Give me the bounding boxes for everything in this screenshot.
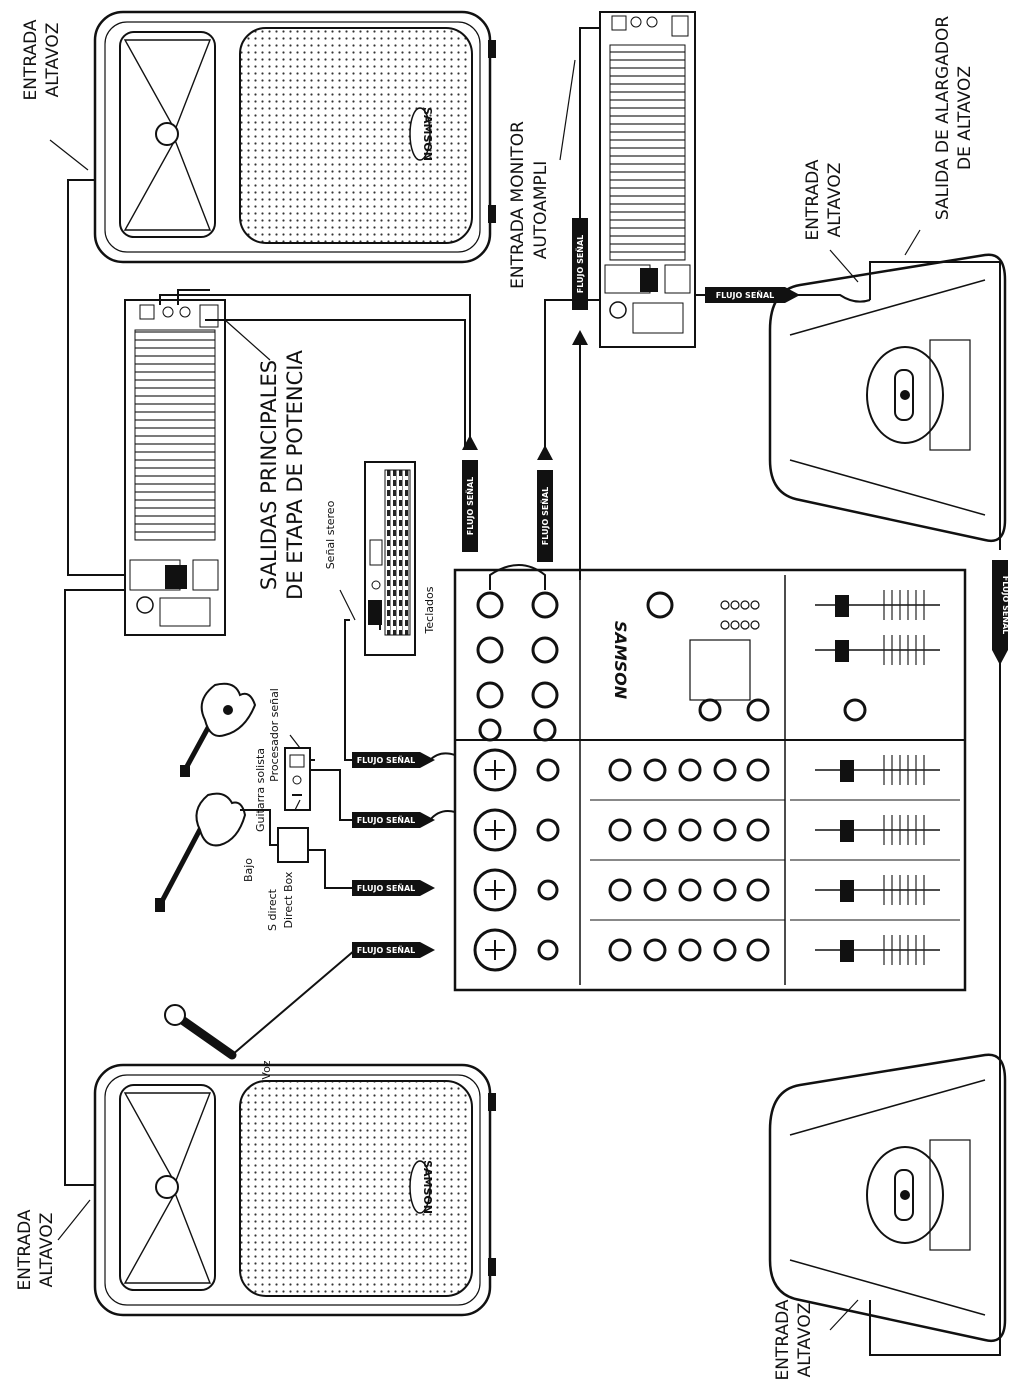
mixer-brand: SAMSON: [611, 621, 630, 700]
main-speaker-bottom: SAMSON: [95, 1065, 496, 1315]
label-stereo-signal: Señal stereo: [324, 500, 337, 569]
signal-processor: [285, 748, 310, 810]
label-top-speaker: ENTRADA ALTAVOZ: [21, 19, 63, 100]
label-extension-output: SALIDA DE ALARGADOR DE ALTAVOZ: [933, 16, 975, 220]
label-direct-box: S direct Direct Box: [266, 871, 295, 931]
flow-tag-mic: FLUJO SEÑAL: [352, 942, 420, 958]
microphone: [165, 1005, 232, 1055]
svg-text:ALTAVOZ: ALTAVOZ: [37, 1213, 57, 1288]
flow-tag-main-b: FLUJO SEÑAL: [537, 470, 553, 562]
svg-text:ENTRADA: ENTRADA: [773, 1299, 793, 1380]
svg-text:FLUJO SEÑAL: FLUJO SEÑAL: [357, 815, 416, 825]
flow-tag-keyboard: FLUJO SEÑAL: [352, 752, 420, 768]
svg-text:SALIDA DE ALARGADOR: SALIDA DE ALARGADOR: [933, 16, 953, 220]
monitor-amplifier: [600, 12, 695, 347]
keyboard: [365, 462, 415, 655]
svg-text:ENTRADA: ENTRADA: [803, 159, 823, 240]
svg-text:FLUJO SEÑAL: FLUJO SEÑAL: [1001, 576, 1011, 635]
floor-monitor-top: [770, 255, 1005, 541]
speaker-top-brand: SAMSON: [421, 107, 434, 161]
svg-text:FLUJO SEÑAL: FLUJO SEÑAL: [357, 755, 416, 765]
label-floor-monitor-bottom: ENTRADA ALTAVOZ: [773, 1299, 815, 1380]
svg-text:AUTOAMPLI: AUTOAMPLI: [531, 161, 551, 260]
flow-tag-guitar: FLUJO SEÑAL: [352, 812, 420, 828]
label-main-outputs: SALIDAS PRINCIPALES DE ETAPA DE POTENCIA: [257, 350, 307, 600]
power-amplifier: [125, 300, 225, 635]
lead-guitar: [180, 684, 255, 777]
svg-text:ALTAVOZ: ALTAVOZ: [795, 1303, 815, 1378]
svg-text:FLUJO SEÑAL: FLUJO SEÑAL: [575, 235, 585, 294]
label-bass: Bajo: [242, 858, 255, 882]
floor-monitor-bottom: [770, 1055, 1005, 1341]
svg-text:DE ALTAVOZ: DE ALTAVOZ: [955, 66, 975, 170]
svg-text:FLUJO SEÑAL: FLUJO SEÑAL: [540, 487, 550, 546]
flow-tag-extension: FLUJO SEÑAL: [992, 560, 1011, 650]
flow-tag-main-a: FLUJO SEÑAL: [462, 460, 478, 552]
label-keyboards: Teclados: [423, 586, 436, 634]
mixer: SAMSON: [455, 570, 965, 990]
label-voice: Voz: [260, 1060, 273, 1079]
svg-text:SALIDAS PRINCIPALES: SALIDAS PRINCIPALES: [257, 360, 281, 590]
svg-text:S direct: S direct: [266, 888, 279, 931]
svg-text:Direct Box: Direct Box: [282, 871, 295, 928]
svg-text:Guitarra solista: Guitarra solista: [254, 748, 267, 832]
svg-text:DE ETAPA DE POTENCIA: DE ETAPA DE POTENCIA: [283, 350, 307, 600]
flow-tag-monitor-out: FLUJO SEÑAL: [705, 287, 785, 303]
svg-text:Procesador señal: Procesador señal: [268, 688, 281, 782]
flow-tag-bass: FLUJO SEÑAL: [352, 880, 420, 896]
direct-box: [278, 828, 308, 862]
svg-text:ENTRADA: ENTRADA: [21, 19, 41, 100]
svg-text:FLUJO SEÑAL: FLUJO SEÑAL: [357, 945, 416, 955]
bass-guitar: [155, 794, 245, 912]
label-bottom-speaker: ENTRADA ALTAVOZ: [15, 1209, 57, 1290]
svg-text:FLUJO SEÑAL: FLUJO SEÑAL: [465, 477, 475, 536]
svg-text:ALTAVOZ: ALTAVOZ: [825, 163, 845, 238]
svg-text:ENTRADA MONITOR: ENTRADA MONITOR: [508, 121, 528, 289]
svg-text:FLUJO SEÑAL: FLUJO SEÑAL: [716, 290, 775, 300]
svg-text:FLUJO SEÑAL: FLUJO SEÑAL: [357, 883, 416, 893]
svg-text:ALTAVOZ: ALTAVOZ: [43, 23, 63, 98]
label-floor-monitor-top: ENTRADA ALTAVOZ: [803, 159, 845, 240]
flow-tag-monitor-in: FLUJO SEÑAL: [572, 218, 588, 310]
main-speaker-top: SAMSON: [95, 12, 496, 262]
speaker-bottom-brand: SAMSON: [421, 1160, 434, 1214]
label-monitor-input: ENTRADA MONITOR AUTOAMPLI: [508, 121, 551, 289]
svg-text:ENTRADA: ENTRADA: [15, 1209, 35, 1290]
